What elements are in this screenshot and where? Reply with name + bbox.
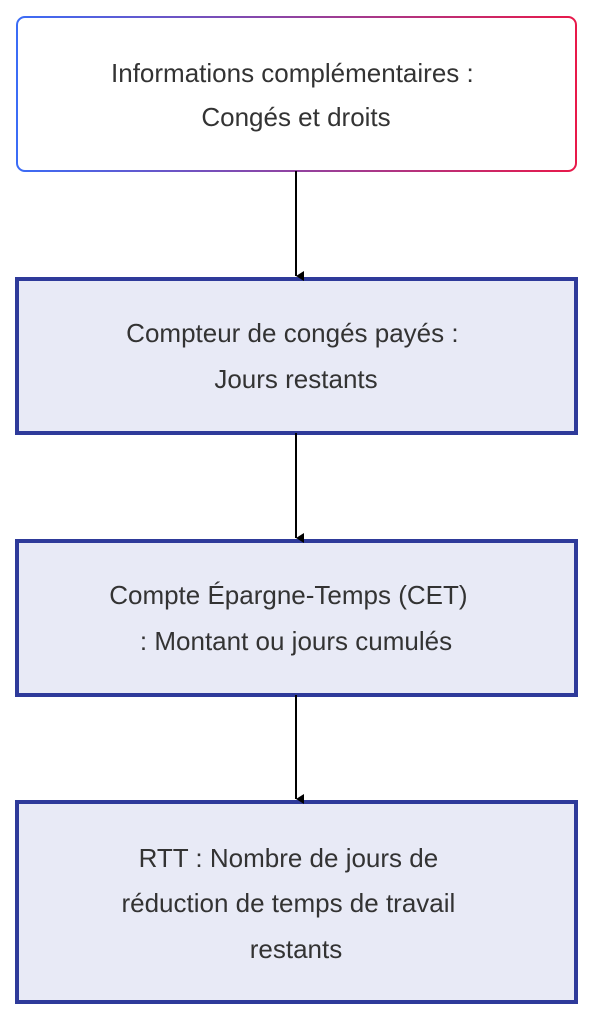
node-conges-label: Compteur de congés payés : Jours restant… xyxy=(126,318,466,394)
node-rtt: RTT : Nombre de jours de réduction de te… xyxy=(15,800,578,1004)
node-info-line-2: Congés et droits xyxy=(201,102,390,132)
node-conges-box xyxy=(15,277,578,435)
node-rtt-line-3: restants xyxy=(250,934,343,964)
node-cet-line-1: Compte Épargne-Temps (CET) xyxy=(109,580,467,610)
node-cet: Compte Épargne-Temps (CET) : Montant ou … xyxy=(15,539,578,697)
node-info-box xyxy=(16,16,577,172)
node-info-line-1: Informations complémentaires : xyxy=(111,58,474,88)
node-conges-line-2: Jours restants xyxy=(214,364,377,394)
node-info-label: Informations complémentaires : Congés et… xyxy=(111,58,481,132)
node-rtt-label: RTT : Nombre de jours de réduction de te… xyxy=(121,843,462,964)
node-conges: Compteur de congés payés : Jours restant… xyxy=(15,277,578,435)
node-info: Informations complémentaires : Congés et… xyxy=(16,16,577,172)
node-cet-line-2: : Montant ou jours cumulés xyxy=(140,626,452,656)
node-rtt-line-2: réduction de temps de travail xyxy=(121,888,455,918)
node-conges-line-1: Compteur de congés payés : xyxy=(126,318,458,348)
node-cet-box xyxy=(15,539,578,697)
node-rtt-line-1: RTT : Nombre de jours de xyxy=(139,843,439,873)
node-cet-label: Compte Épargne-Temps (CET) : Montant ou … xyxy=(109,580,475,656)
